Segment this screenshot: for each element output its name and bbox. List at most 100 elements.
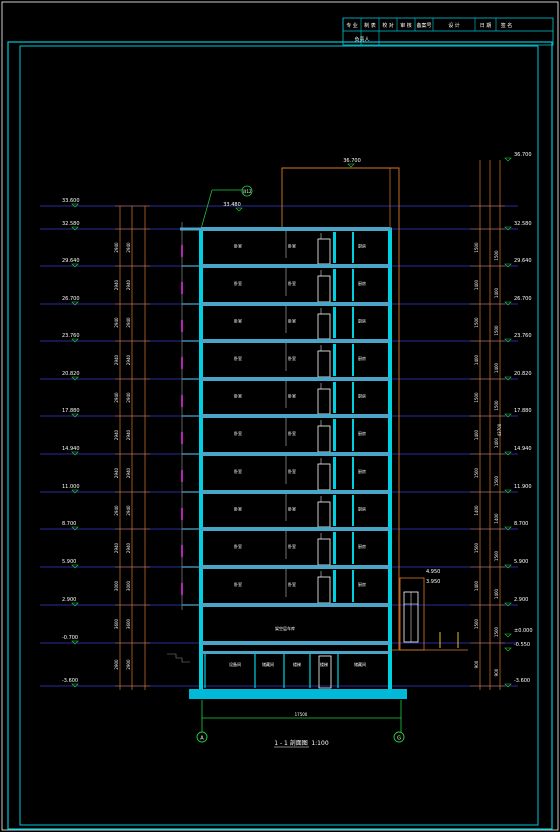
level-label-left: 33.600 (62, 198, 80, 204)
dim-label-left: 2940 (114, 542, 119, 553)
title-cell-label: 负责人 (354, 36, 369, 43)
level-marker-left (71, 376, 79, 381)
exterior-wall-right (388, 229, 392, 689)
level-marker-right (504, 376, 512, 381)
dim-label-left: 2940 (114, 429, 119, 440)
axis-a-bubble (196, 731, 208, 743)
dim-label-right: 1500 (494, 550, 499, 561)
core-wall (352, 532, 354, 564)
level-marker-left (71, 489, 79, 494)
level-marker-right (504, 413, 512, 418)
level-lines (40, 205, 518, 687)
dim-label-right: 1500 (494, 626, 499, 637)
level-label-right: 11.900 (514, 484, 532, 490)
level-label-left: 2.900 (62, 597, 76, 603)
level-marker-right (504, 226, 512, 231)
room-label: 卧室 (288, 393, 296, 399)
title-block: 专 业制 表校 对审 核备案号设 计日 期签 名 负责人 (342, 17, 554, 46)
dim-label-right: 1500 (474, 392, 479, 403)
dim-label-left: 2940 (126, 429, 131, 440)
title-cell-label: 备案号 (416, 22, 431, 29)
room-label: 储藏间 (354, 661, 366, 667)
top-level-marker (347, 163, 355, 168)
core-wall (333, 344, 336, 376)
room-label: 厨房 (358, 506, 366, 512)
level-marker-right (504, 157, 512, 162)
callout-leader (200, 189, 213, 230)
door (317, 238, 331, 265)
title-cell-label: 审 核 (400, 22, 412, 29)
level-label-left: -3.600 (62, 678, 78, 684)
dim-label-right: 1400 (474, 580, 479, 591)
exterior-wall-left (199, 229, 203, 689)
core-wall (333, 232, 336, 263)
room-label: 卧室 (288, 355, 296, 361)
core-wall (352, 344, 354, 376)
level-marker-left (71, 683, 79, 688)
dim-label-left: 2940 (114, 354, 119, 365)
floor-slab (201, 377, 390, 381)
level-marker-left (71, 203, 79, 208)
dim-label-right: 1400 (494, 362, 499, 373)
roof-level-marker (235, 207, 243, 212)
door (317, 538, 331, 566)
level-marker-left (71, 564, 79, 569)
level-label-right: 20.820 (514, 371, 532, 377)
dim-label-right: 1500 (474, 242, 479, 253)
room-label: 卧室 (234, 393, 242, 399)
title-cell-label: 专 业 (346, 22, 358, 29)
dim-label-right: 1500 (494, 400, 499, 411)
core-wall (352, 269, 354, 301)
building-section: 36.70033.480详12卧室卧室厨房卧室卧室厨房卧室卧室厨房卧室卧室厨房卧… (167, 158, 468, 699)
roof-level-label: 33.480 (223, 202, 241, 208)
dim-label-right: 1400 (494, 437, 499, 448)
room-label: 厨房 (358, 430, 366, 436)
door (317, 388, 331, 415)
dim-label-right: 1400 (474, 354, 479, 365)
drawing-scale: 1:100 (311, 740, 328, 747)
room-label: 卧室 (288, 280, 296, 286)
title-cell-label: 日 期 (480, 23, 492, 29)
title-cell-label: 校 对 (382, 22, 394, 29)
dim-label-right: 1400 (494, 287, 499, 298)
level-marker-right (504, 564, 512, 569)
level-marker-right (504, 526, 512, 531)
dim-label-right: 1500 (474, 317, 479, 328)
level-marker-left (71, 226, 79, 231)
room-label: 储藏间 (262, 661, 274, 667)
room-label: 厨房 (358, 243, 366, 249)
room-label: 卧室 (288, 318, 296, 324)
floor-slab (201, 414, 390, 418)
entrance-steps (167, 653, 190, 663)
core-wall (333, 307, 336, 338)
dim-label-left: 2940 (114, 279, 119, 290)
door (317, 350, 331, 378)
level-label-left: 20.820 (62, 371, 80, 377)
door (317, 501, 331, 528)
level-label-right: 36.700 (514, 152, 532, 158)
level-label-left: 23.760 (62, 333, 80, 339)
dim-label-right: 1400 (494, 588, 499, 599)
dim-label-left: 2940 (114, 467, 119, 478)
level-label-right: 17.880 (514, 408, 532, 414)
dim-label-left: 2940 (126, 392, 131, 403)
room-label: 卧室 (288, 581, 296, 587)
level-marker-left (71, 263, 79, 268)
level-marker-left (71, 338, 79, 343)
ground-slab (201, 641, 390, 645)
room-label: 卧室 (234, 581, 242, 587)
core-wall (333, 382, 336, 413)
title-cell-label: 制 表 (364, 22, 376, 29)
level-label-left: 26.700 (62, 296, 80, 302)
room-label: 楼梯 (293, 661, 301, 667)
core-wall (352, 382, 354, 413)
level-marker-right (504, 338, 512, 343)
dim-label-right: 1400 (494, 513, 499, 524)
room-label: 卧室 (288, 243, 296, 249)
core-wall (352, 307, 354, 338)
dim-label-right: 1500 (494, 475, 499, 486)
room-label: 厨房 (358, 543, 366, 549)
level-marker-right (504, 647, 512, 652)
level-marker-right (504, 633, 512, 638)
